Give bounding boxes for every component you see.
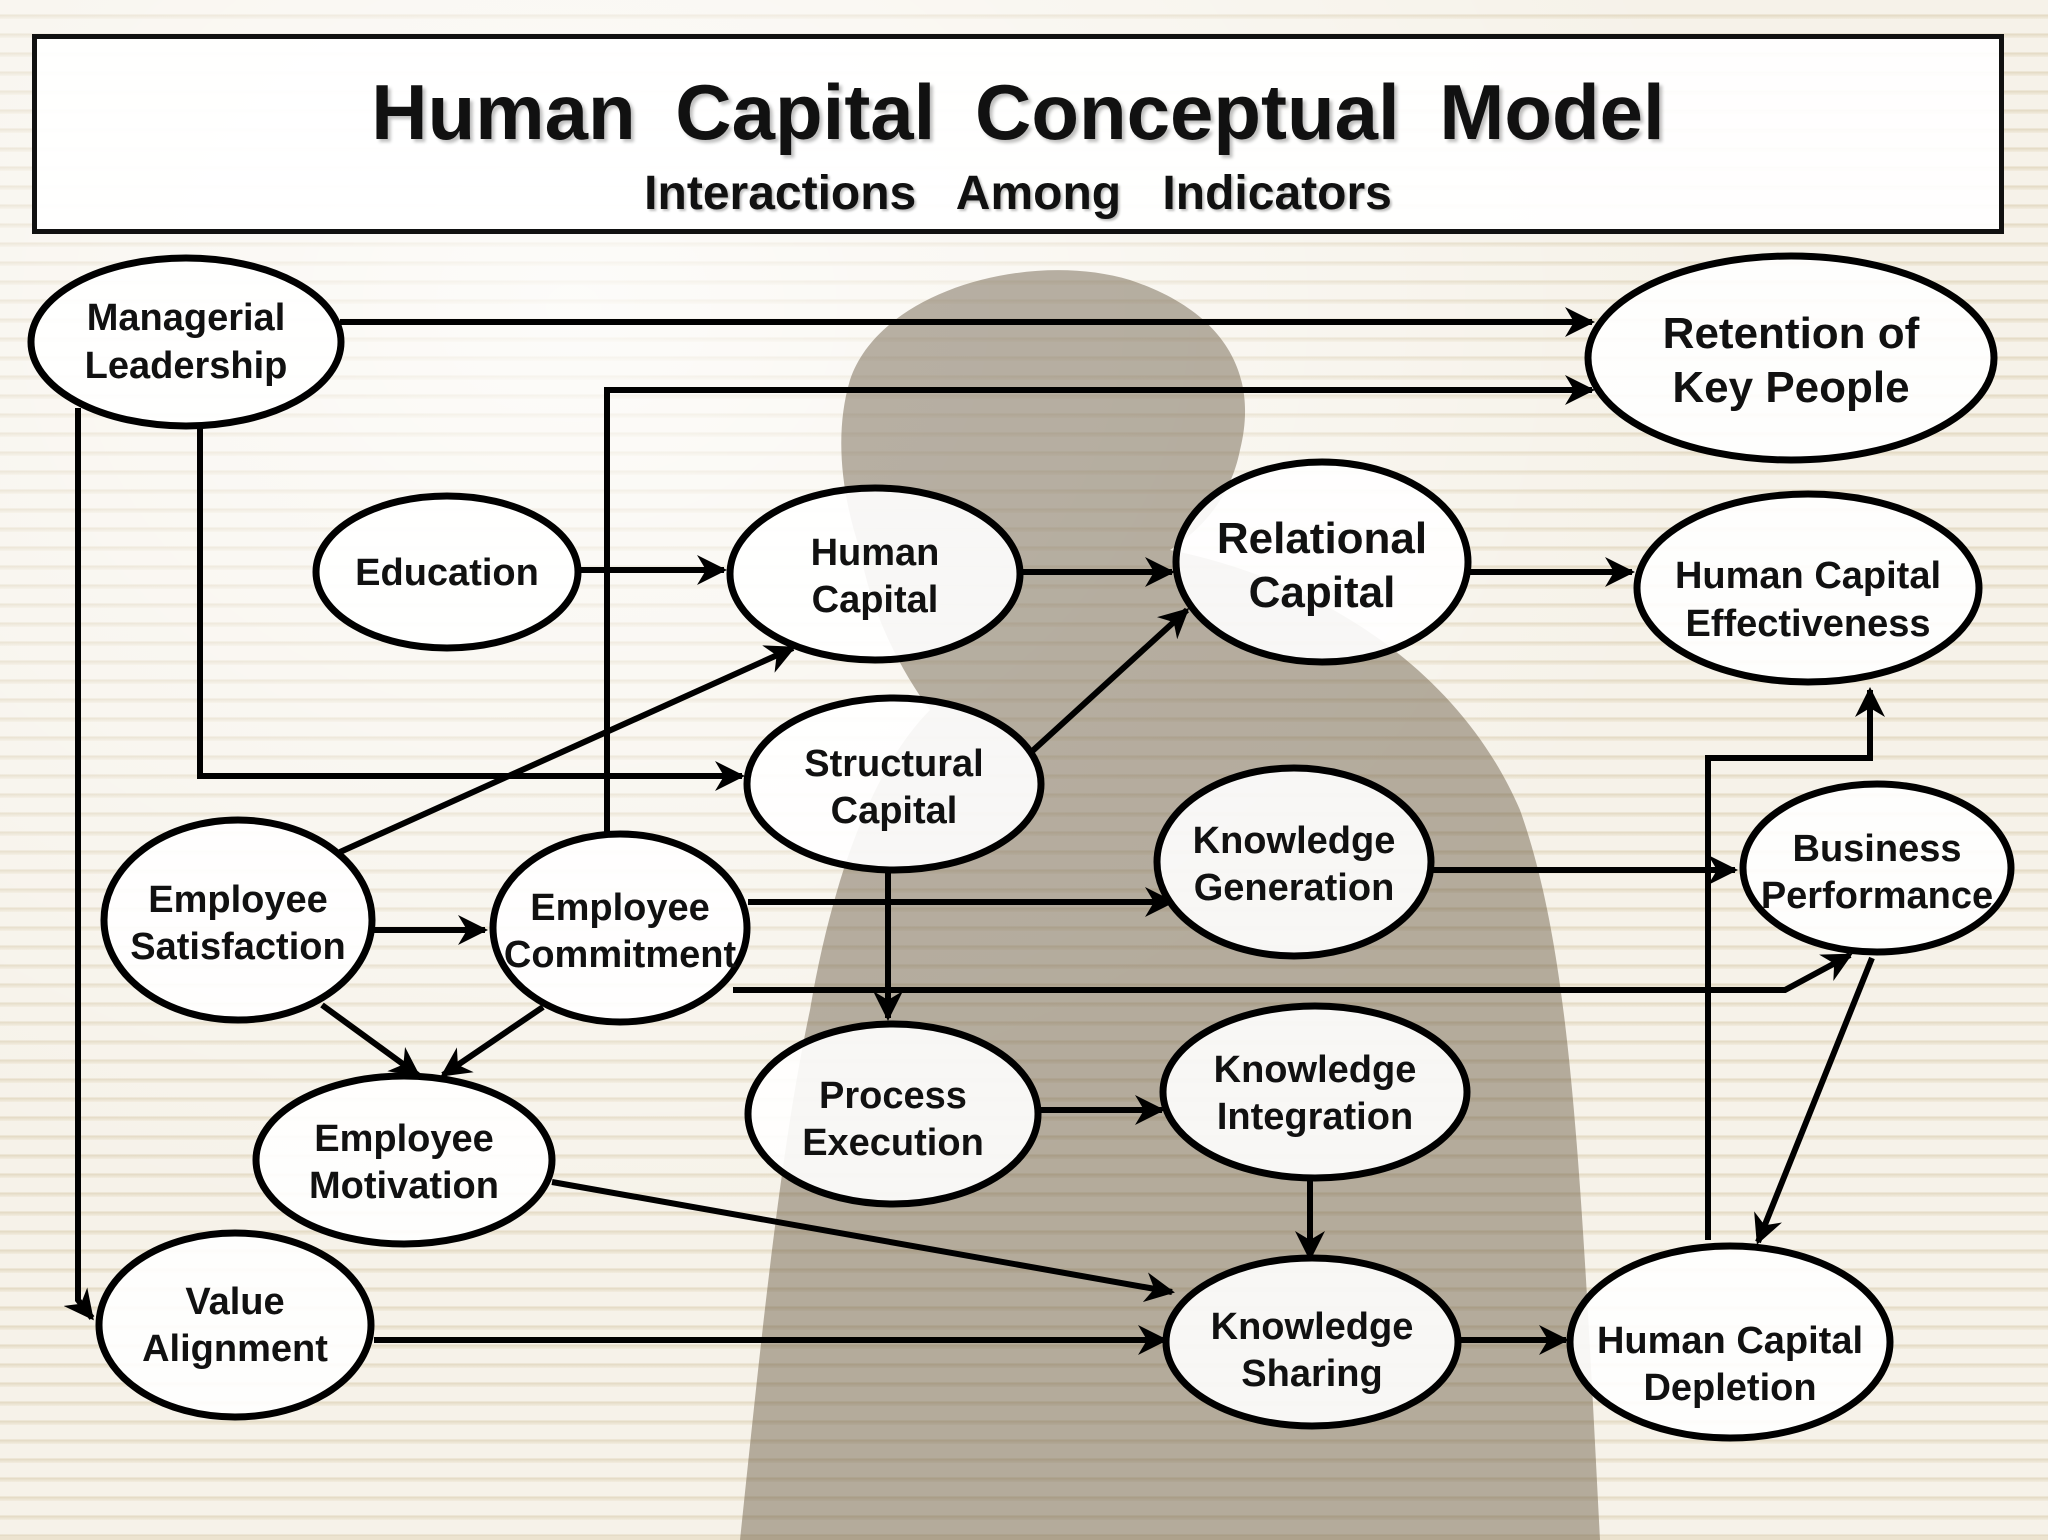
node-label: Performance [1761,875,1993,917]
node-knowledge-sharing: Knowledge Sharing [1162,1254,1462,1430]
diagram-subtitle: Interactions Among Indicators [644,167,1392,220]
node-label: Alignment [142,1328,328,1370]
edge-depletion-effectiveness [1705,687,1885,1240]
node-label: Capital [812,579,939,621]
node-relational-capital: Relational Capital [1172,458,1472,666]
node-human-capital-depletion: Human Capital Depletion [1566,1242,1894,1442]
node-business-performance: Business Performance [1739,780,2015,956]
edge-satisfaction-humancapital [338,645,796,855]
node-label: Human [811,532,940,574]
edge-satisfaction-motivation [320,1002,421,1078]
node-label: Employee [148,879,328,921]
node-label: Key People [1672,363,1909,412]
node-label: Knowledge [1193,820,1396,862]
node-knowledge-integration: Knowledge Integration [1159,1002,1471,1182]
edge-structural-relational [1025,607,1190,758]
node-label: Retention of [1663,309,1920,358]
node-label: Execution [802,1122,984,1164]
node-label: Structural [804,743,983,785]
node-label: Process [819,1075,967,1117]
edge-business-depletion [1754,956,1875,1245]
node-human-capital-effectiveness: Human Capital Effectiveness [1633,490,1983,686]
node-knowledge-generation: Knowledge Generation [1153,764,1435,960]
node-label: Human Capital [1597,1320,1863,1362]
node-label: Business [1793,828,1962,870]
node-label: Knowledge [1214,1049,1417,1091]
node-employee-commitment: Employee Commitment [489,830,751,1026]
node-label: Human Capital [1675,555,1941,597]
node-label: Knowledge [1211,1306,1414,1348]
node-label: Employee [530,887,710,929]
title-box: Human Capital Conceptual Model Interacti… [32,34,2004,234]
node-label: Capital [1249,568,1396,617]
node-label: Generation [1194,867,1395,909]
node-structural-capital: Structural Capital [743,694,1045,874]
node-label: Value [185,1281,284,1323]
edge-leadership-value-alignment [63,408,95,1321]
node-label: Education [355,552,539,594]
node-label: Managerial [87,297,286,339]
node-label: Relational [1217,514,1427,563]
edge-commitment-retention [604,375,1595,835]
edge-motivation-sharing [551,1179,1175,1303]
node-label: Integration [1217,1096,1413,1138]
edges [63,307,1885,1355]
node-label: Leadership [85,345,288,387]
diagram-title: Human Capital Conceptual Model [371,68,1665,156]
node-employee-satisfaction: Employee Satisfaction [100,816,376,1024]
node-label: Employee [314,1118,494,1160]
node-retention-of-key-people: Retention of Key People [1584,252,1998,464]
edge-leadership-structural [197,425,745,791]
node-employee-motivation: Employee Motivation [252,1072,556,1248]
node-human-capital: Human Capital [726,484,1024,664]
edge-commitment-business [733,952,1853,993]
node-label: Capital [831,790,958,832]
node-label: Satisfaction [130,926,345,968]
node-education: Education [312,492,582,652]
node-value-alignment: Value Alignment [95,1229,375,1421]
node-label: Motivation [309,1165,499,1207]
node-label: Sharing [1241,1353,1382,1395]
node-label: Depletion [1643,1367,1816,1409]
node-managerial-leadership: Managerial Leadership [27,254,345,430]
node-process-execution: Process Execution [744,1020,1042,1208]
node-label: Commitment [504,934,737,976]
node-label: Effectiveness [1685,603,1930,645]
edge-commitment-motivation [440,1004,545,1078]
